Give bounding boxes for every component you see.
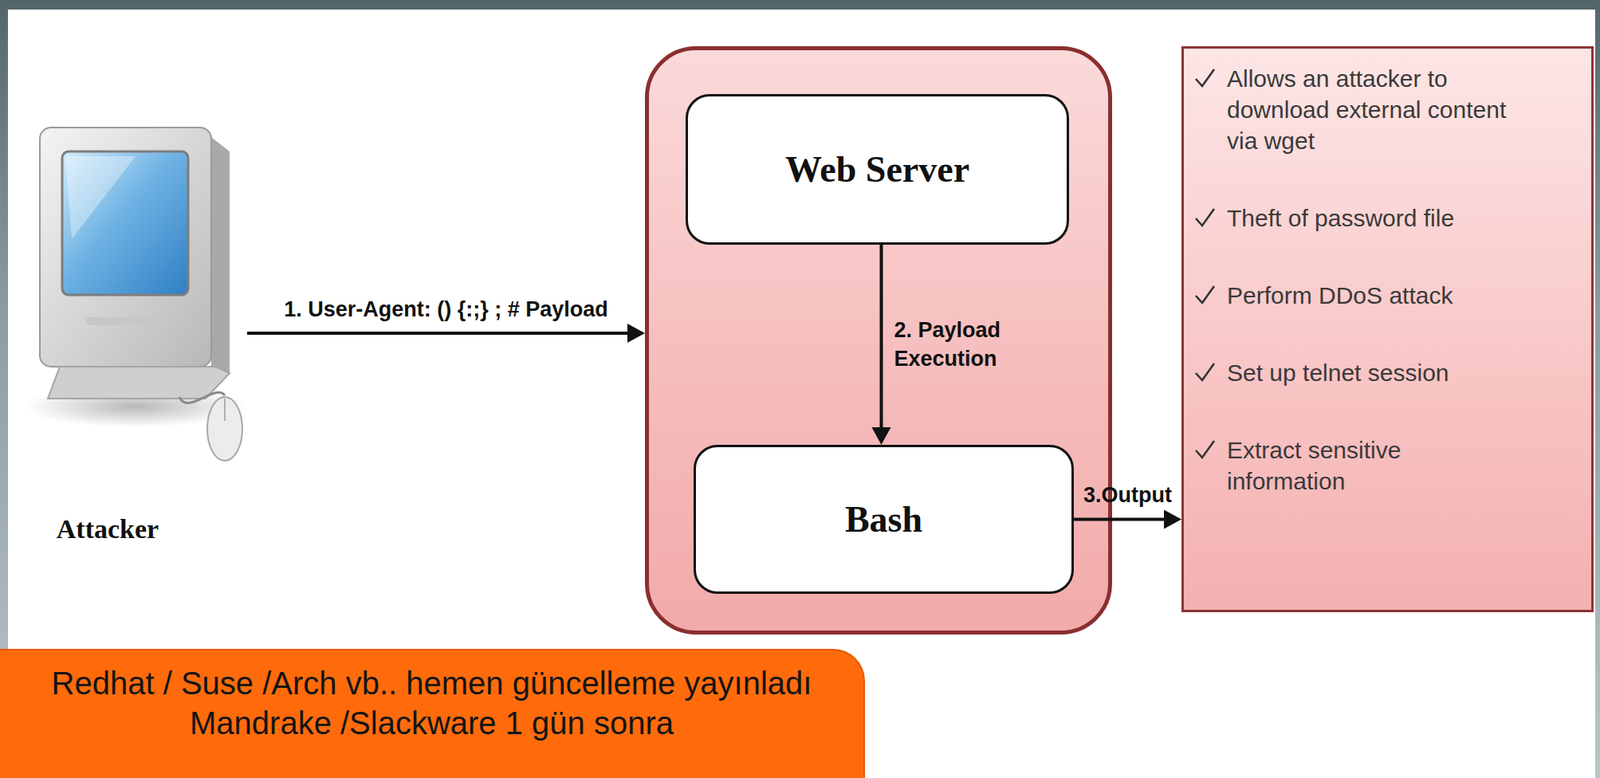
screen-glare	[65, 156, 136, 240]
mouse	[207, 397, 243, 461]
check-mark	[1193, 438, 1216, 461]
monitor-screen	[62, 151, 189, 295]
note-box: Redhat / Suse /Arch vb.. hemen güncellem…	[0, 648, 865, 778]
list-item: Allows an attacker to download external …	[1193, 62, 1579, 157]
arrow-head	[627, 323, 645, 343]
monitor-slot	[86, 317, 166, 326]
check-mark	[1193, 283, 1216, 307]
arrow-head	[1163, 510, 1182, 530]
list-item: Extract sensitive information	[1193, 434, 1579, 497]
check-mark	[1193, 361, 1216, 384]
attacker-node: Attacker	[15, 119, 248, 574]
box-label: Web Server	[785, 148, 970, 191]
connector-line	[247, 331, 628, 335]
process-box: Web Server	[685, 94, 1070, 245]
server-group: Web ServerBash	[644, 46, 1113, 635]
check-stroke	[1195, 208, 1215, 226]
list-item: Theft of password file	[1193, 202, 1579, 234]
check-stroke	[1195, 363, 1215, 381]
list-item-text: Theft of password file	[1226, 202, 1514, 234]
connector	[247, 323, 645, 343]
edge-label: 3.Output	[1083, 481, 1172, 510]
list-item-text: Set up telnet session	[1226, 357, 1514, 389]
box-label: Bash	[845, 498, 923, 541]
list-item-text: Allows an attacker to download external …	[1226, 62, 1514, 157]
connector	[872, 244, 892, 445]
edge-label: 1. User-Agent: () {:;} ; # Payload	[283, 295, 609, 324]
connector	[1073, 510, 1182, 530]
note-text: Redhat / Suse /Arch vb.. hemen güncellem…	[49, 663, 815, 766]
list-item: Perform DDoS attack	[1193, 279, 1579, 311]
impact-list-box: Allows an attacker to download external …	[1181, 46, 1594, 613]
monitor-base	[47, 366, 230, 399]
check-mark	[1193, 66, 1216, 90]
monitor-body	[39, 127, 212, 367]
list-item: Set up telnet session	[1193, 357, 1579, 389]
mouse-button-line	[224, 398, 226, 421]
list-item-text: Extract sensitive information	[1226, 434, 1514, 497]
list-item-text: Perform DDoS attack	[1226, 279, 1514, 311]
monitor-side	[211, 137, 230, 374]
connector-line	[1073, 518, 1164, 522]
arrow-head	[872, 427, 892, 445]
process-box: Bash	[693, 444, 1074, 594]
check-mark	[1193, 206, 1216, 229]
check-stroke	[1195, 286, 1215, 303]
check-stroke	[1195, 440, 1215, 458]
edge-label: 2. Payload Execution	[894, 316, 1046, 373]
check-stroke	[1195, 69, 1215, 87]
computer-icon	[15, 119, 248, 471]
connector-line	[880, 244, 884, 428]
actor-label: Attacker	[15, 514, 200, 545]
